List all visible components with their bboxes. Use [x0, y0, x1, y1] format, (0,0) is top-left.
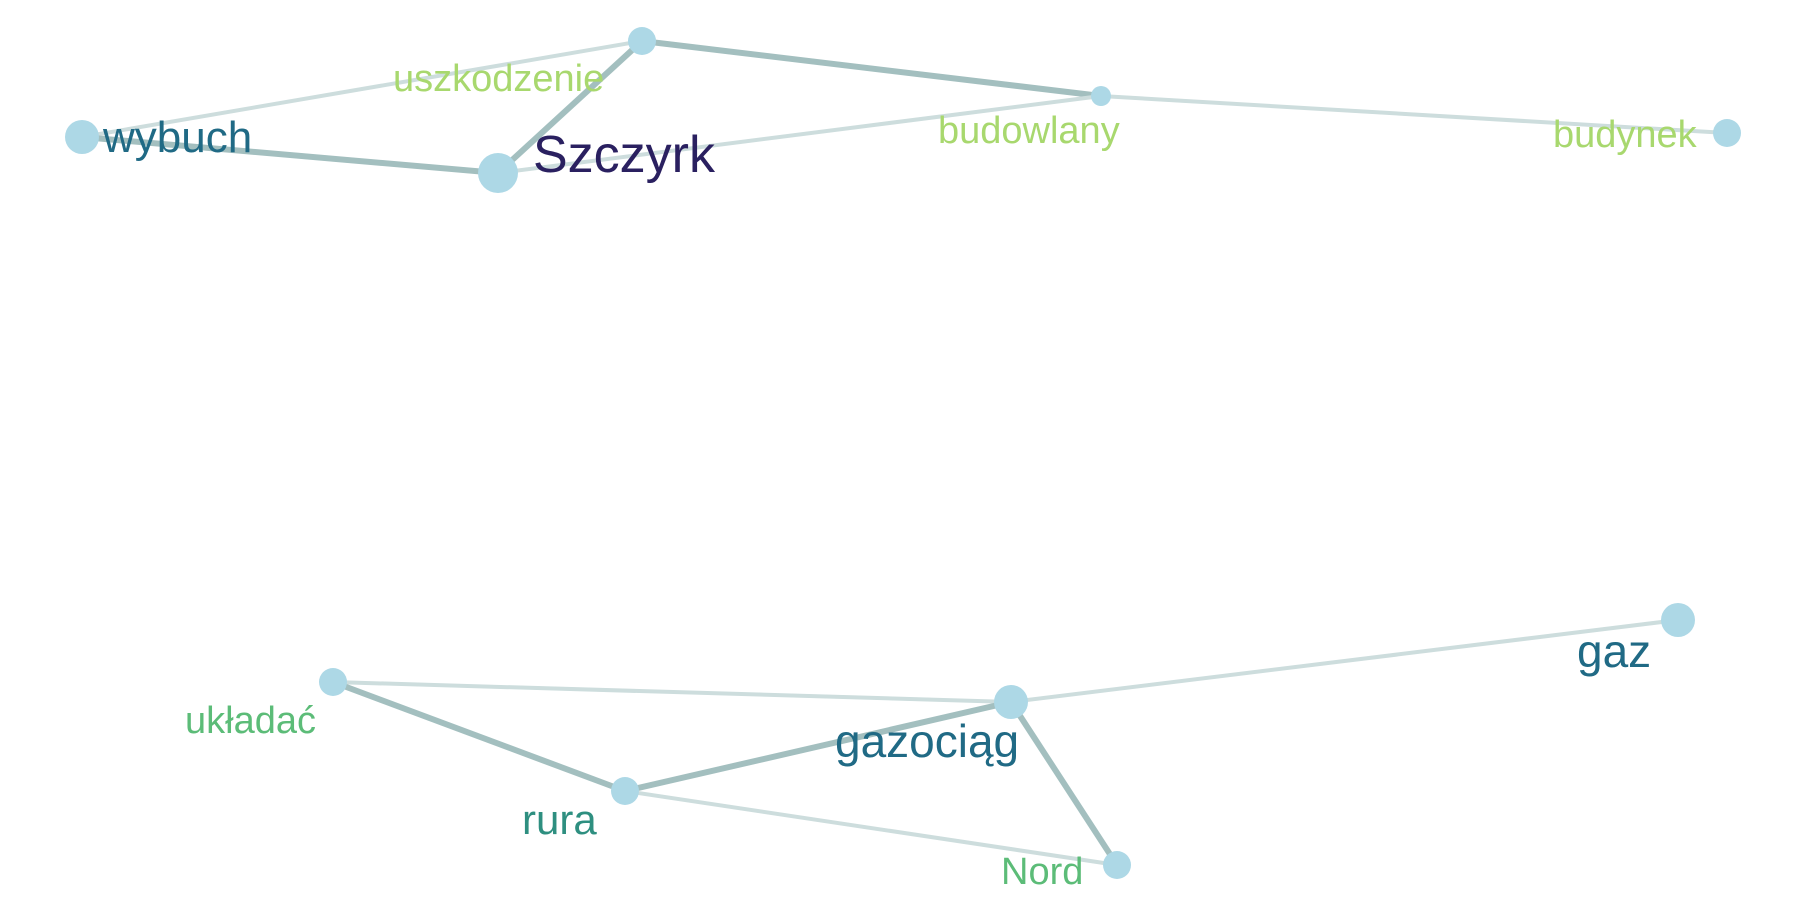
node-wybuch	[65, 120, 99, 154]
node-ukladac	[319, 668, 347, 696]
node-label-budynek: budynek	[1553, 114, 1698, 156]
node-gazociag	[994, 685, 1028, 719]
edge-szczyrk-budowlany	[497, 94, 1102, 175]
node-rura	[611, 777, 639, 805]
node-nord	[1103, 851, 1131, 879]
edge-wybuch-szczyrk	[81, 134, 499, 176]
edge-wybuch-uszkodzenie	[81, 39, 643, 139]
node-label-gaz: gaz	[1577, 625, 1651, 677]
node-label-budowlany: budowlany	[938, 110, 1120, 152]
labels-layer: wybuch Szczyrk uszkodzenie budowlany budynek…	[102, 58, 1698, 893]
node-budowlany	[1091, 86, 1111, 106]
edge-gazociag-gaz	[1010, 618, 1679, 704]
node-label-wybuch: wybuch	[102, 113, 252, 162]
node-szczyrk	[478, 153, 518, 193]
edge-uszkodzenie-budowlany	[641, 38, 1102, 99]
edge-gazociag-nord	[1008, 700, 1120, 867]
node-label-rura: rura	[522, 796, 597, 843]
node-label-uszkodzenie: uszkodzenie	[393, 58, 604, 100]
edges-layer	[81, 38, 1728, 867]
node-label-ukladac: układać	[185, 700, 316, 742]
edge-szczyrk-uszkodzenie	[495, 38, 645, 176]
edge-ukladac-gazociag	[332, 680, 1012, 704]
edge-rura-gazociag	[624, 699, 1012, 794]
node-budynek	[1713, 119, 1741, 147]
node-label-nord: Nord	[1001, 851, 1083, 893]
edge-budowlany-budynek	[1100, 94, 1728, 135]
node-label-szczyrk: Szczyrk	[533, 126, 716, 184]
edge-ukladac-rura	[331, 679, 627, 794]
nodes-layer	[65, 27, 1741, 879]
node-uszkodzenie	[628, 27, 656, 55]
node-label-gazociag: gazociąg	[835, 715, 1019, 767]
edge-rura-nord	[624, 789, 1118, 867]
node-gaz	[1661, 603, 1695, 637]
